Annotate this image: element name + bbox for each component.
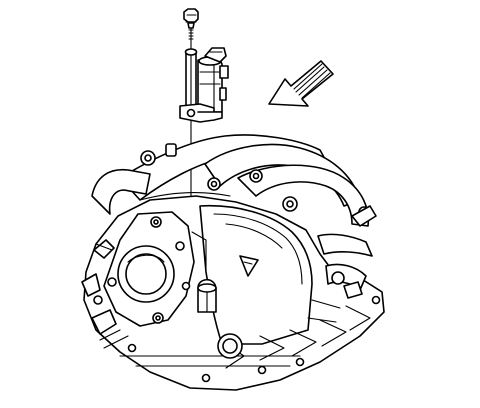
engine-icon [81, 134, 385, 391]
bolt-icon [183, 8, 199, 40]
view-direction-arrow-icon [268, 60, 334, 107]
sensor-icon [179, 47, 229, 123]
